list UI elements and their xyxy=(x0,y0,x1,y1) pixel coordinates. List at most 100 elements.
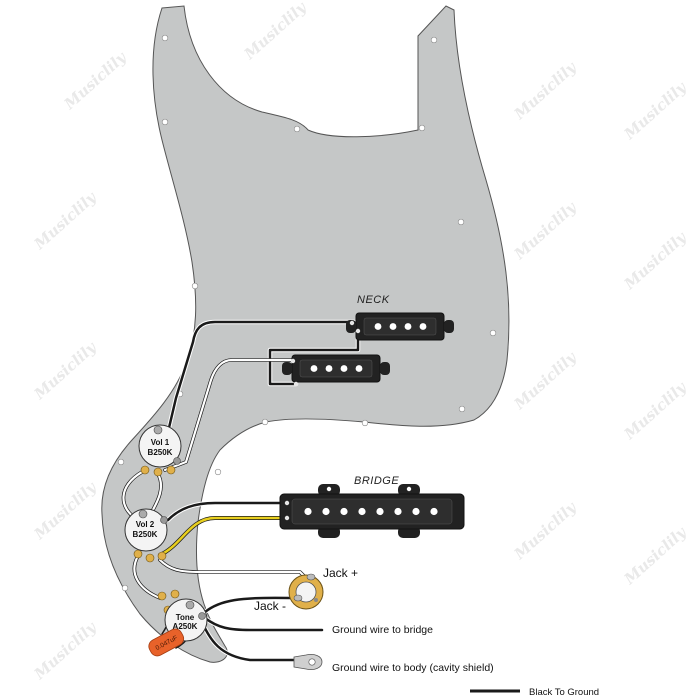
wire-neck-black xyxy=(166,320,356,434)
pole-piece xyxy=(322,507,330,516)
neck-pickup-upper-inner xyxy=(363,317,437,336)
watermark-text: Musiclily xyxy=(620,377,691,443)
wire-vol2-tone xyxy=(133,554,162,600)
solder-point xyxy=(293,381,299,387)
pole-piece xyxy=(340,507,348,516)
jack-plus-label: Jack + xyxy=(323,566,358,580)
tone-value: A250K xyxy=(173,622,198,631)
output-jack xyxy=(288,573,324,610)
vol2-value: B250K xyxy=(133,530,158,539)
screw-hole xyxy=(361,419,369,427)
pot-shaft-nut xyxy=(153,425,163,435)
pot-lug xyxy=(140,465,150,475)
neck-pickup-lower-inner xyxy=(299,359,373,378)
screw-hole xyxy=(161,118,169,126)
wire-bridge-yellow xyxy=(158,516,289,557)
watermark-text: Musiclily xyxy=(510,57,581,123)
capacitor: 0.047uF xyxy=(148,628,185,657)
ground-lug-hole xyxy=(308,658,316,666)
bridge-mount-hole xyxy=(326,486,332,492)
pot-solder-point xyxy=(160,516,168,524)
screw-holes xyxy=(117,34,497,634)
pole-piece xyxy=(310,365,318,372)
wire-neck-series-link xyxy=(268,330,360,386)
pot-lug xyxy=(157,591,167,601)
solder-point xyxy=(284,515,290,521)
pot-solder-point xyxy=(173,457,181,465)
capacitor-body xyxy=(148,628,185,657)
screw-hole xyxy=(430,36,438,44)
pole-piece xyxy=(430,507,438,516)
pole-pieces xyxy=(374,323,427,330)
legend-black-label: Black To Ground xyxy=(529,687,599,698)
watermark-text: Musiclily xyxy=(510,347,581,413)
screw-hole xyxy=(117,458,125,466)
solder-point xyxy=(290,358,296,364)
pole-piece xyxy=(419,323,427,330)
vol2-label: Vol 2 xyxy=(136,520,155,529)
bridge-pickup: BRIDGE xyxy=(279,475,465,538)
pot-body xyxy=(138,424,182,468)
screw-hole xyxy=(191,282,199,290)
tone-label: Tone xyxy=(176,613,195,622)
watermark-text: Musiclily xyxy=(30,187,101,253)
watermark-text: Musiclily xyxy=(620,77,691,143)
screw-hole xyxy=(458,405,466,413)
neck-pickup-upper-ear xyxy=(444,320,454,333)
ground-body-label: Ground wire to body (cavity shield) xyxy=(332,662,494,674)
pot-shaft-nut xyxy=(138,509,148,519)
bridge-mount-hole xyxy=(406,486,412,492)
pot-body xyxy=(124,508,168,552)
screw-hole xyxy=(161,34,169,42)
watermark-text: Musiclily xyxy=(30,337,101,403)
watermark-text: Musiclily xyxy=(60,47,131,113)
screw-hole xyxy=(121,584,129,592)
solder-point xyxy=(355,328,361,334)
pot-solder-point xyxy=(198,612,206,620)
ground-bridge-label: Ground wire to bridge xyxy=(332,624,433,636)
ground-lug xyxy=(293,654,323,670)
pole-pieces xyxy=(304,507,438,516)
jack-tip-lug xyxy=(306,573,316,581)
wire-bridge-black xyxy=(166,501,289,522)
solder-point xyxy=(284,500,290,506)
pole-piece xyxy=(394,507,402,516)
solder-point xyxy=(349,320,355,326)
watermark-text: Musiclily xyxy=(30,477,101,543)
wire-jack-minus xyxy=(203,596,304,614)
bridge-pickup-inner xyxy=(291,498,453,525)
pot-lug xyxy=(157,551,167,561)
vol1-value: B250K xyxy=(148,448,173,457)
vol1-label: Vol 1 xyxy=(151,438,170,447)
pole-piece xyxy=(358,507,366,516)
screw-hole xyxy=(418,124,426,132)
pole-piece xyxy=(412,507,420,516)
pole-piece xyxy=(325,365,333,372)
pole-piece xyxy=(404,323,412,330)
watermark-text: Musiclily xyxy=(620,522,691,588)
vol1-pot: Vol 1 B250K xyxy=(138,424,182,477)
wire-neck-white xyxy=(163,358,295,472)
wire-ground-bridge xyxy=(203,616,324,632)
pole-pieces xyxy=(310,365,363,372)
pot-shaft-nut xyxy=(185,600,195,610)
neck-pickup-label: NECK xyxy=(357,294,390,306)
watermark-text: Musiclily xyxy=(510,497,581,563)
pole-piece xyxy=(355,365,363,372)
pot-lug xyxy=(153,467,163,477)
wire-jack-plus xyxy=(158,558,312,584)
screw-hole xyxy=(293,125,301,133)
screw-hole xyxy=(457,218,465,226)
watermark-text: Musiclily xyxy=(620,227,691,293)
pot-lug xyxy=(145,553,155,563)
ground-lug-body xyxy=(293,654,323,670)
pot-lug xyxy=(166,465,176,475)
bridge-pickup-label: BRIDGE xyxy=(354,475,399,487)
watermark-text: Musiclily xyxy=(240,0,311,64)
jack-sleeve-lug xyxy=(293,594,303,602)
screw-hole xyxy=(261,418,269,426)
wires xyxy=(121,319,361,663)
neck-pickup-lower-ear xyxy=(282,362,292,375)
pole-piece xyxy=(389,323,397,330)
